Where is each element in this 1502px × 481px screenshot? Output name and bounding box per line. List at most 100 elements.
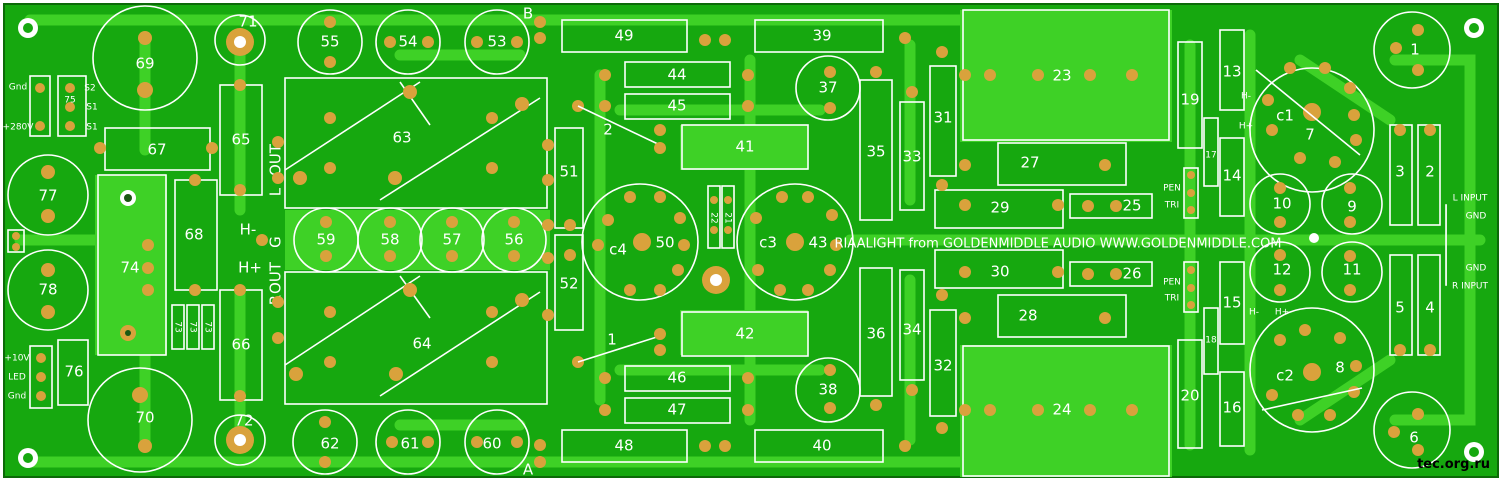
resistors-19-20: 19 20 PEN TRI PEN TRI [1163, 41, 1203, 449]
svg-text:28: 28 [1018, 307, 1037, 325]
svg-text:33: 33 [902, 148, 921, 166]
svg-text:32: 32 [933, 357, 952, 375]
cap-72: 72 [214, 412, 266, 466]
output-labels: OUT L G R OUT H- H+ [238, 136, 285, 344]
resistors-33-36: 35 33 36 34 [859, 66, 925, 411]
svg-text:19: 19 [1180, 91, 1199, 109]
svg-text:61: 61 [400, 435, 419, 453]
svg-text:21: 21 [723, 212, 733, 223]
cap-70: 70 [87, 367, 193, 473]
svg-text:H-: H- [1241, 92, 1251, 102]
svg-text:11: 11 [1342, 261, 1361, 279]
cap-69: 69 [92, 5, 198, 111]
svg-text:2: 2 [1425, 163, 1435, 181]
svg-text:PEN: PEN [1163, 184, 1181, 194]
small-connector-edge [7, 229, 25, 253]
conn-label: Gnd [8, 392, 26, 402]
cap-24: 24 [959, 345, 1170, 477]
svg-text:G: G [267, 236, 285, 248]
svg-text:24: 24 [1052, 401, 1071, 419]
svg-text:65: 65 [231, 131, 250, 149]
svg-text:35: 35 [866, 143, 885, 161]
svg-text:45: 45 [667, 97, 686, 115]
svg-text:8: 8 [1335, 359, 1345, 377]
svg-text:GND: GND [1466, 264, 1487, 274]
conn-label: Gnd [9, 83, 27, 93]
svg-text:43: 43 [808, 234, 827, 252]
input-labels: L INPUT GND GND R INPUT [1445, 194, 1489, 292]
resistors-51-52: 51 52 [542, 127, 584, 331]
tube-8: 8 c2 [1249, 307, 1375, 433]
svg-text:37: 37 [818, 79, 837, 97]
resistors-bottom: 48 46 47 40 1 A B [523, 5, 911, 479]
conn-label: LED [8, 373, 26, 383]
tube-43: 43 c3 [736, 183, 854, 301]
svg-text:77: 77 [38, 187, 57, 205]
svg-text:3: 3 [1395, 163, 1405, 181]
svg-text:54: 54 [398, 33, 417, 51]
svg-text:60: 60 [482, 435, 501, 453]
svg-text:H+: H+ [238, 259, 262, 277]
svg-text:H-: H- [240, 221, 257, 239]
connector-bottom-left: +10V LED Gnd [4, 345, 53, 409]
mounting-holes [18, 18, 1484, 468]
svg-text:38: 38 [818, 381, 837, 399]
svg-text:TRI: TRI [1164, 201, 1179, 211]
svg-text:H-: H- [1249, 308, 1259, 318]
svg-text:23: 23 [1052, 67, 1071, 85]
svg-text:72: 72 [234, 412, 253, 430]
svg-text:c2: c2 [1276, 367, 1294, 385]
connector-top-left: Gnd S2 +280V S1 S1 75 [3, 75, 98, 137]
svg-text:53: 53 [487, 33, 506, 51]
conn-label: +280V [3, 123, 35, 133]
svg-text:73: 73 [188, 321, 198, 332]
caps-9-12: 10 9 12 11 [1249, 173, 1383, 303]
svg-text:69: 69 [135, 55, 154, 73]
svg-text:TRI: TRI [1164, 294, 1179, 304]
svg-text:6: 6 [1409, 429, 1419, 447]
svg-text:15: 15 [1222, 294, 1241, 312]
svg-text:68: 68 [184, 226, 203, 244]
svg-text:67: 67 [147, 141, 166, 159]
svg-text:27: 27 [1020, 154, 1039, 172]
svg-text:c3: c3 [759, 234, 777, 252]
svg-text:L INPUT: L INPUT [1453, 194, 1488, 204]
svg-text:25: 25 [1122, 197, 1141, 215]
svg-text:12: 12 [1272, 261, 1291, 279]
board-title: RIAALIGHT from GOLDENMIDDLE AUDIO WWW.GO… [834, 237, 1281, 252]
conn-label: S2 [84, 84, 95, 94]
svg-text:PEN: PEN [1163, 278, 1181, 288]
conn-label: S1 [86, 123, 97, 133]
svg-text:44: 44 [667, 66, 686, 84]
cap-64: 64 [284, 271, 548, 405]
cap-71: 71 [214, 13, 266, 66]
resistors-2-5: 3 2 5 4 [1389, 124, 1441, 356]
conn-label: S1 [86, 103, 97, 113]
cap-row-top: 55 54 53 62 61 60 [292, 9, 530, 475]
svg-text:73: 73 [203, 321, 213, 332]
svg-text:71: 71 [238, 13, 257, 31]
svg-text:56: 56 [504, 231, 523, 249]
svg-text:47: 47 [667, 401, 686, 419]
svg-text:31: 31 [933, 109, 952, 127]
svg-text:52: 52 [559, 275, 578, 293]
svg-text:10: 10 [1272, 195, 1291, 213]
svg-text:9: 9 [1347, 198, 1357, 216]
svg-text:46: 46 [667, 369, 686, 387]
svg-text:62: 62 [320, 435, 339, 453]
svg-text:55: 55 [320, 33, 339, 51]
svg-text:42: 42 [735, 325, 754, 343]
cap-23: 23 [959, 9, 1170, 141]
svg-text:48: 48 [614, 437, 633, 455]
cap-37: 37 [795, 55, 861, 121]
svg-text:4: 4 [1425, 299, 1435, 317]
svg-text:34: 34 [902, 321, 921, 339]
svg-text:20: 20 [1180, 387, 1199, 405]
svg-text:74: 74 [120, 259, 139, 277]
svg-text:R INPUT: R INPUT [1452, 282, 1489, 292]
tube-7: 7c1 [1249, 62, 1375, 193]
svg-text:L: L [267, 187, 285, 196]
